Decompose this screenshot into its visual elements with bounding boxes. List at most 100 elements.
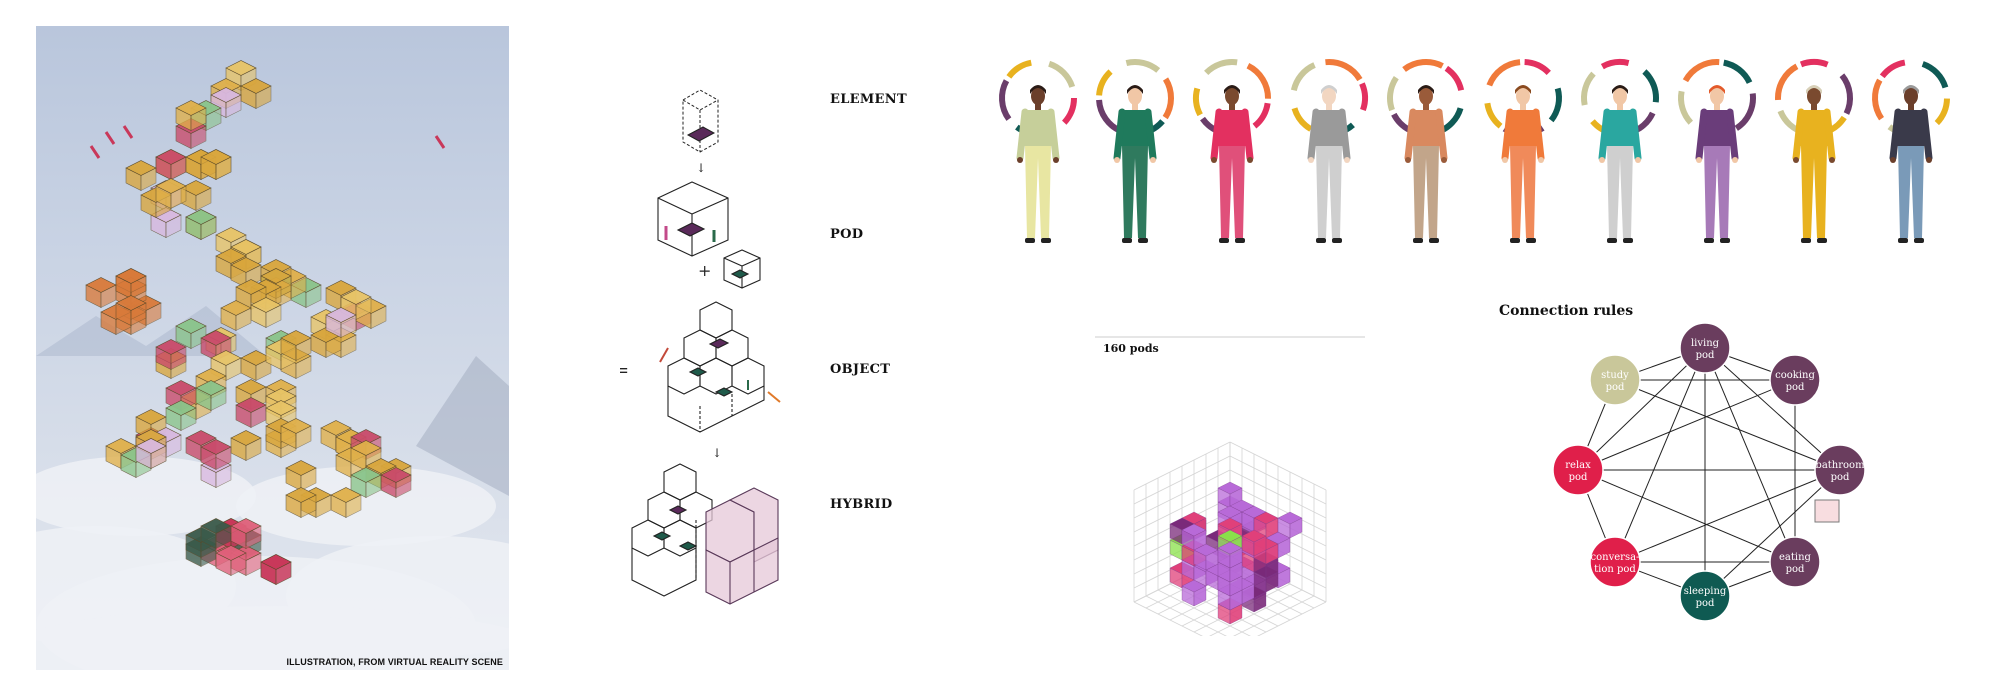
pod-cube (200, 149, 232, 180)
person-shirt (1605, 110, 1635, 146)
connection-edge (1614, 347, 1706, 563)
ring-segment (1387, 75, 1399, 112)
person-shoe (1607, 238, 1617, 243)
illustration-caption: ILLUSTRATION, FROM VIRTUAL REALITY SCENE (286, 657, 503, 667)
person-shoe (1429, 238, 1439, 243)
ring-segment (1006, 59, 1032, 79)
ring-segment (1642, 69, 1659, 103)
node-label: pod (1606, 382, 1625, 393)
person-arm (1920, 108, 1933, 162)
node-label: pod (1831, 472, 1850, 483)
person-arm (1629, 108, 1642, 162)
ring-segment (1402, 59, 1444, 72)
person-pants (1025, 146, 1051, 238)
person-pants (1801, 146, 1827, 238)
node-label: pod (1786, 382, 1805, 393)
person-shirt (1896, 110, 1926, 146)
person-hair (1806, 85, 1822, 94)
person-pants (1122, 146, 1148, 238)
person-hair (1903, 85, 1919, 94)
ring-segment (1125, 59, 1161, 73)
pod-cube (125, 160, 157, 191)
person-head (1613, 87, 1627, 105)
person-shoe (1801, 238, 1811, 243)
connection-edge (1704, 347, 1841, 471)
ring-segment (1444, 65, 1465, 92)
pod-cube (155, 178, 187, 209)
pod-cube (380, 467, 412, 498)
person-hair (1612, 85, 1628, 94)
pod-grid-3d (1095, 336, 1365, 636)
label-object: OBJECT (830, 362, 891, 377)
node-circle (1769, 354, 1821, 406)
person-pants (1510, 146, 1536, 238)
node-label: pod (1696, 598, 1715, 609)
person-shoe (1510, 238, 1520, 243)
label-element: ELEMENT (830, 92, 907, 107)
node-circle (1679, 322, 1731, 374)
ring-segment (1600, 59, 1630, 70)
person-head (1322, 87, 1336, 105)
orange-pod-cube (115, 295, 147, 326)
node-label: pod (1569, 472, 1588, 483)
connection-edge (1704, 469, 1841, 597)
node-circle (1552, 444, 1604, 496)
person-arm (1598, 108, 1611, 162)
person-shirt (1120, 110, 1150, 146)
ring-segment (1096, 69, 1113, 96)
person-figure (1581, 59, 1659, 243)
pod-cube (330, 487, 362, 518)
pod-cube (165, 400, 197, 431)
pod-block (1253, 511, 1279, 539)
ring-segment (1204, 59, 1238, 76)
person-shoe (1720, 238, 1730, 243)
person-pants (1413, 146, 1439, 238)
pod-cube (285, 487, 317, 518)
connection-edge (1577, 469, 1796, 563)
node-label: eating (1779, 552, 1812, 563)
person-shoe (1219, 238, 1229, 243)
flying-figure (434, 135, 446, 149)
connection-rules-title: Connection rules (1499, 303, 1634, 319)
person-arm (1435, 108, 1448, 162)
node-label: conversa- (1591, 552, 1640, 563)
plus-symbol: + (698, 261, 711, 280)
ring-segment (1879, 59, 1906, 79)
person-arm (1695, 108, 1708, 162)
person-shirt (1023, 110, 1053, 146)
pod-block (1193, 543, 1219, 571)
label-pod: POD (830, 227, 864, 242)
person-shirt (1702, 110, 1732, 146)
ring-segment (1839, 73, 1853, 115)
faint-marker (1814, 499, 1840, 523)
person-figure (1775, 59, 1853, 243)
ring-segment (1246, 63, 1271, 99)
person-arm (1501, 108, 1514, 162)
person-figure (1678, 59, 1756, 243)
pod-cube (200, 439, 232, 470)
person-shoe (1817, 238, 1827, 243)
person-arm (1241, 108, 1254, 162)
pod-cube (155, 149, 187, 180)
person-figure (1193, 59, 1271, 243)
person-figure (1872, 59, 1950, 243)
node-label: tion pod (1594, 564, 1636, 575)
element-sofa (686, 126, 716, 142)
person-hair (1321, 85, 1337, 94)
ring-segment (1193, 87, 1203, 117)
pod-cube (180, 180, 212, 211)
person-pants (1898, 146, 1924, 238)
node-label: pod (1786, 564, 1805, 575)
axonometric-diagram: ↓ + (620, 89, 781, 605)
small-pod-cube (723, 249, 761, 289)
pod-cube (175, 100, 207, 131)
pod-cube (230, 430, 262, 461)
node-label: sleeping (1684, 586, 1727, 597)
pod-block (1217, 481, 1243, 509)
person-shoe (1914, 238, 1924, 243)
object-cluster (659, 301, 781, 433)
person-arm (1047, 108, 1060, 162)
